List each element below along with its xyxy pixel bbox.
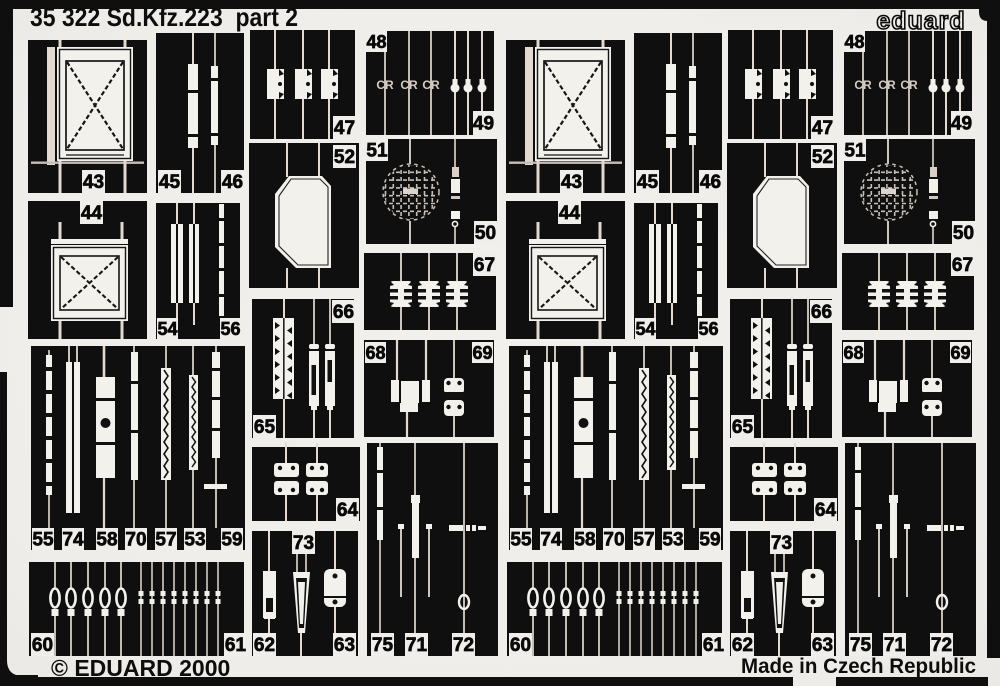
svg-text:35 322 Sd.Kfz.223 part 2: 35 322 Sd.Kfz.223 part 2 <box>30 2 298 32</box>
svg-text:eduard: eduard <box>876 7 965 35</box>
svg-text:Made in Czech Republic: Made in Czech Republic <box>741 655 976 678</box>
svg-text:© EDUARD 2000: © EDUARD 2000 <box>51 655 230 681</box>
